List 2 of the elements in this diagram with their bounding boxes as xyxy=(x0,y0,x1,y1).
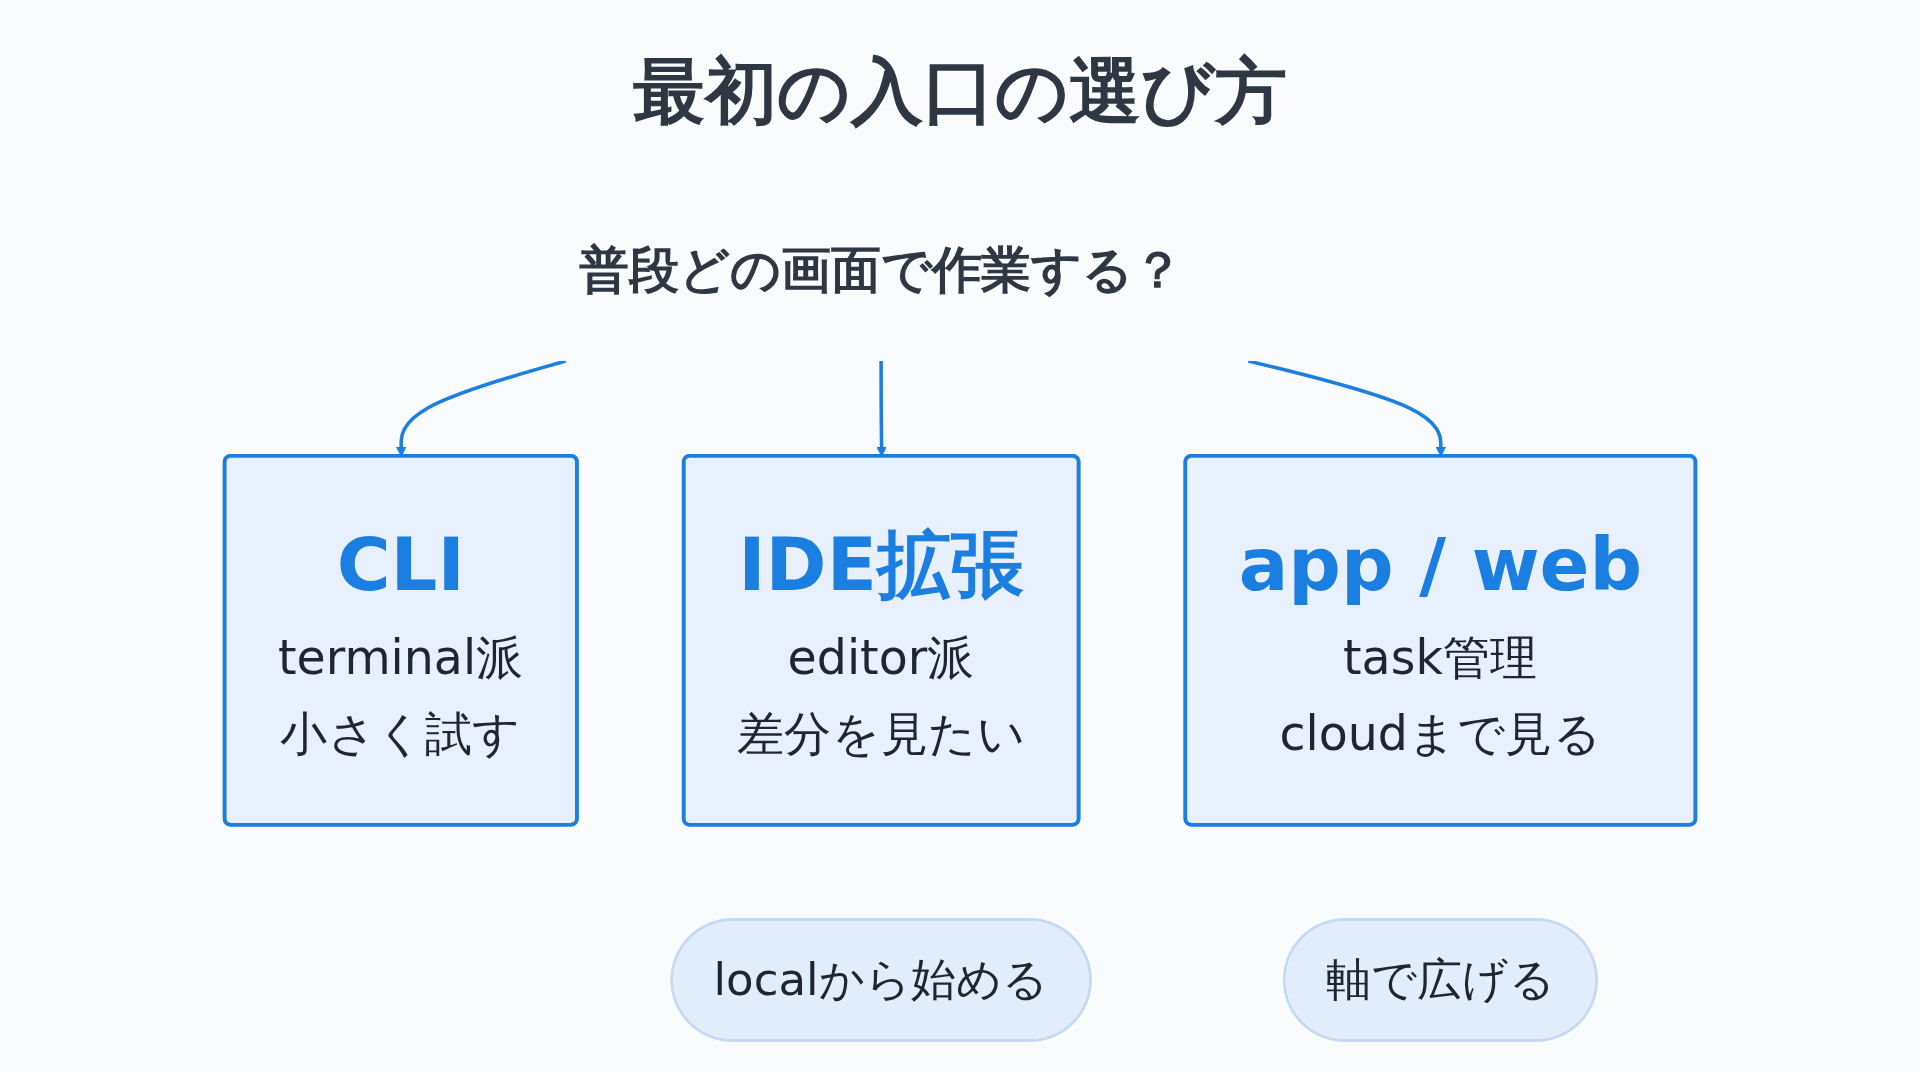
title: 最初の入口の選び方 xyxy=(633,50,1287,133)
node-text: 普段どの画面で作業する？ xyxy=(579,241,1183,300)
